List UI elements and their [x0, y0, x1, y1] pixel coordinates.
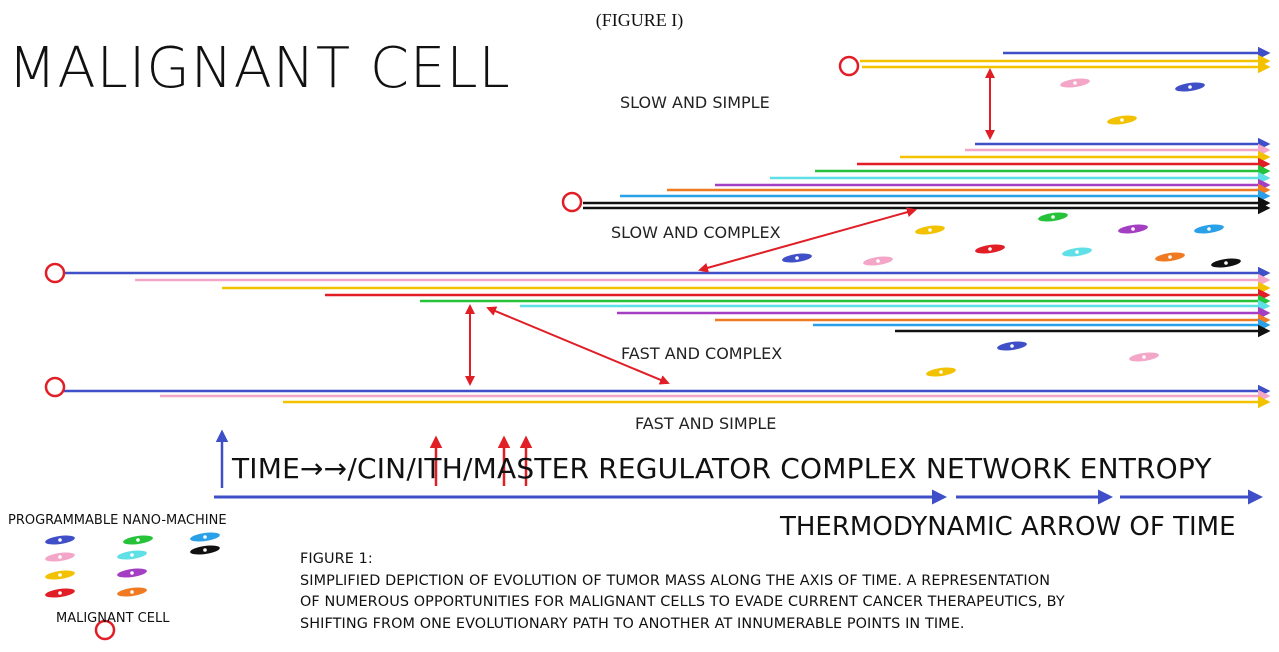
caption-line: SHIFTING FROM ONE EVOLUTIONARY PATH TO A… [300, 615, 965, 632]
nano-machine-core [1131, 227, 1135, 231]
caption-heading: FIGURE 1: [300, 551, 373, 567]
malignant-cell-icon [44, 262, 66, 284]
caption-line: SIMPLIFIED DEPICTION OF EVOLUTION OF TUM… [300, 572, 1051, 589]
nano-machine-core [1051, 215, 1055, 219]
nano-machine-core [1120, 118, 1124, 122]
time-axis-label: TIME→→/CIN/ITH/MASTER REGULATOR COMPLEX … [232, 452, 1212, 485]
nano-machine-core [1142, 355, 1146, 359]
label-slow-complex: SLOW AND COMPLEX [611, 223, 781, 242]
transition-arrow [486, 306, 670, 385]
nano-machine-core [1010, 344, 1014, 348]
nano-machine-core [939, 370, 943, 374]
legend-malignant-cell-label: MALIGNANT CELL [56, 611, 170, 626]
page-title: MALIGNANT CELL [8, 36, 511, 101]
nano-machine-core [795, 256, 799, 260]
legend-nano-machine-label: PROGRAMMABLE NANO-MACHINE [8, 513, 227, 528]
nano-machine-core [136, 538, 140, 542]
transition-arrow [698, 207, 917, 273]
figure-number: (FIGURE I) [595, 10, 684, 30]
nano-machine-core [58, 555, 62, 559]
thermodynamic-arrow-label: THERMODYNAMIC ARROW OF TIME [780, 512, 1236, 542]
figure-caption: FIGURE 1: SIMPLIFIED DEPICTION OF EVOLUT… [300, 549, 1065, 635]
nano-machine-core [928, 228, 932, 232]
nano-machine-core [58, 573, 62, 577]
label-fast-complex: FAST AND COMPLEX [621, 344, 783, 363]
label-fast-simple: FAST AND SIMPLE [635, 414, 777, 433]
malignant-cell-icon [838, 55, 860, 77]
nano-machine-core [1168, 255, 1172, 259]
label-slow-simple: SLOW AND SIMPLE [620, 93, 770, 112]
nano-machine-core [58, 591, 62, 595]
malignant-cell-icon [44, 376, 66, 398]
nano-machine-core [203, 548, 207, 552]
malignant-cell-icon [94, 619, 116, 641]
nano-machine-core [130, 590, 134, 594]
nano-machine-core [203, 535, 207, 539]
caption-line: OF NUMEROUS OPPORTUNITIES FOR MALIGNANT … [300, 594, 1065, 610]
malignant-cell-icon [561, 191, 583, 213]
nano-machine-core [876, 259, 880, 263]
nano-machine-core [58, 538, 62, 542]
nano-machine-core [1075, 250, 1079, 254]
nano-machine-core [1188, 85, 1192, 89]
nano-machine-core [988, 247, 992, 251]
nano-machine-core [1207, 227, 1211, 231]
nano-machine-core [1224, 261, 1228, 265]
nano-machine-core [1073, 81, 1077, 85]
nano-machine-core [130, 553, 134, 557]
nano-machine-core [130, 571, 134, 575]
